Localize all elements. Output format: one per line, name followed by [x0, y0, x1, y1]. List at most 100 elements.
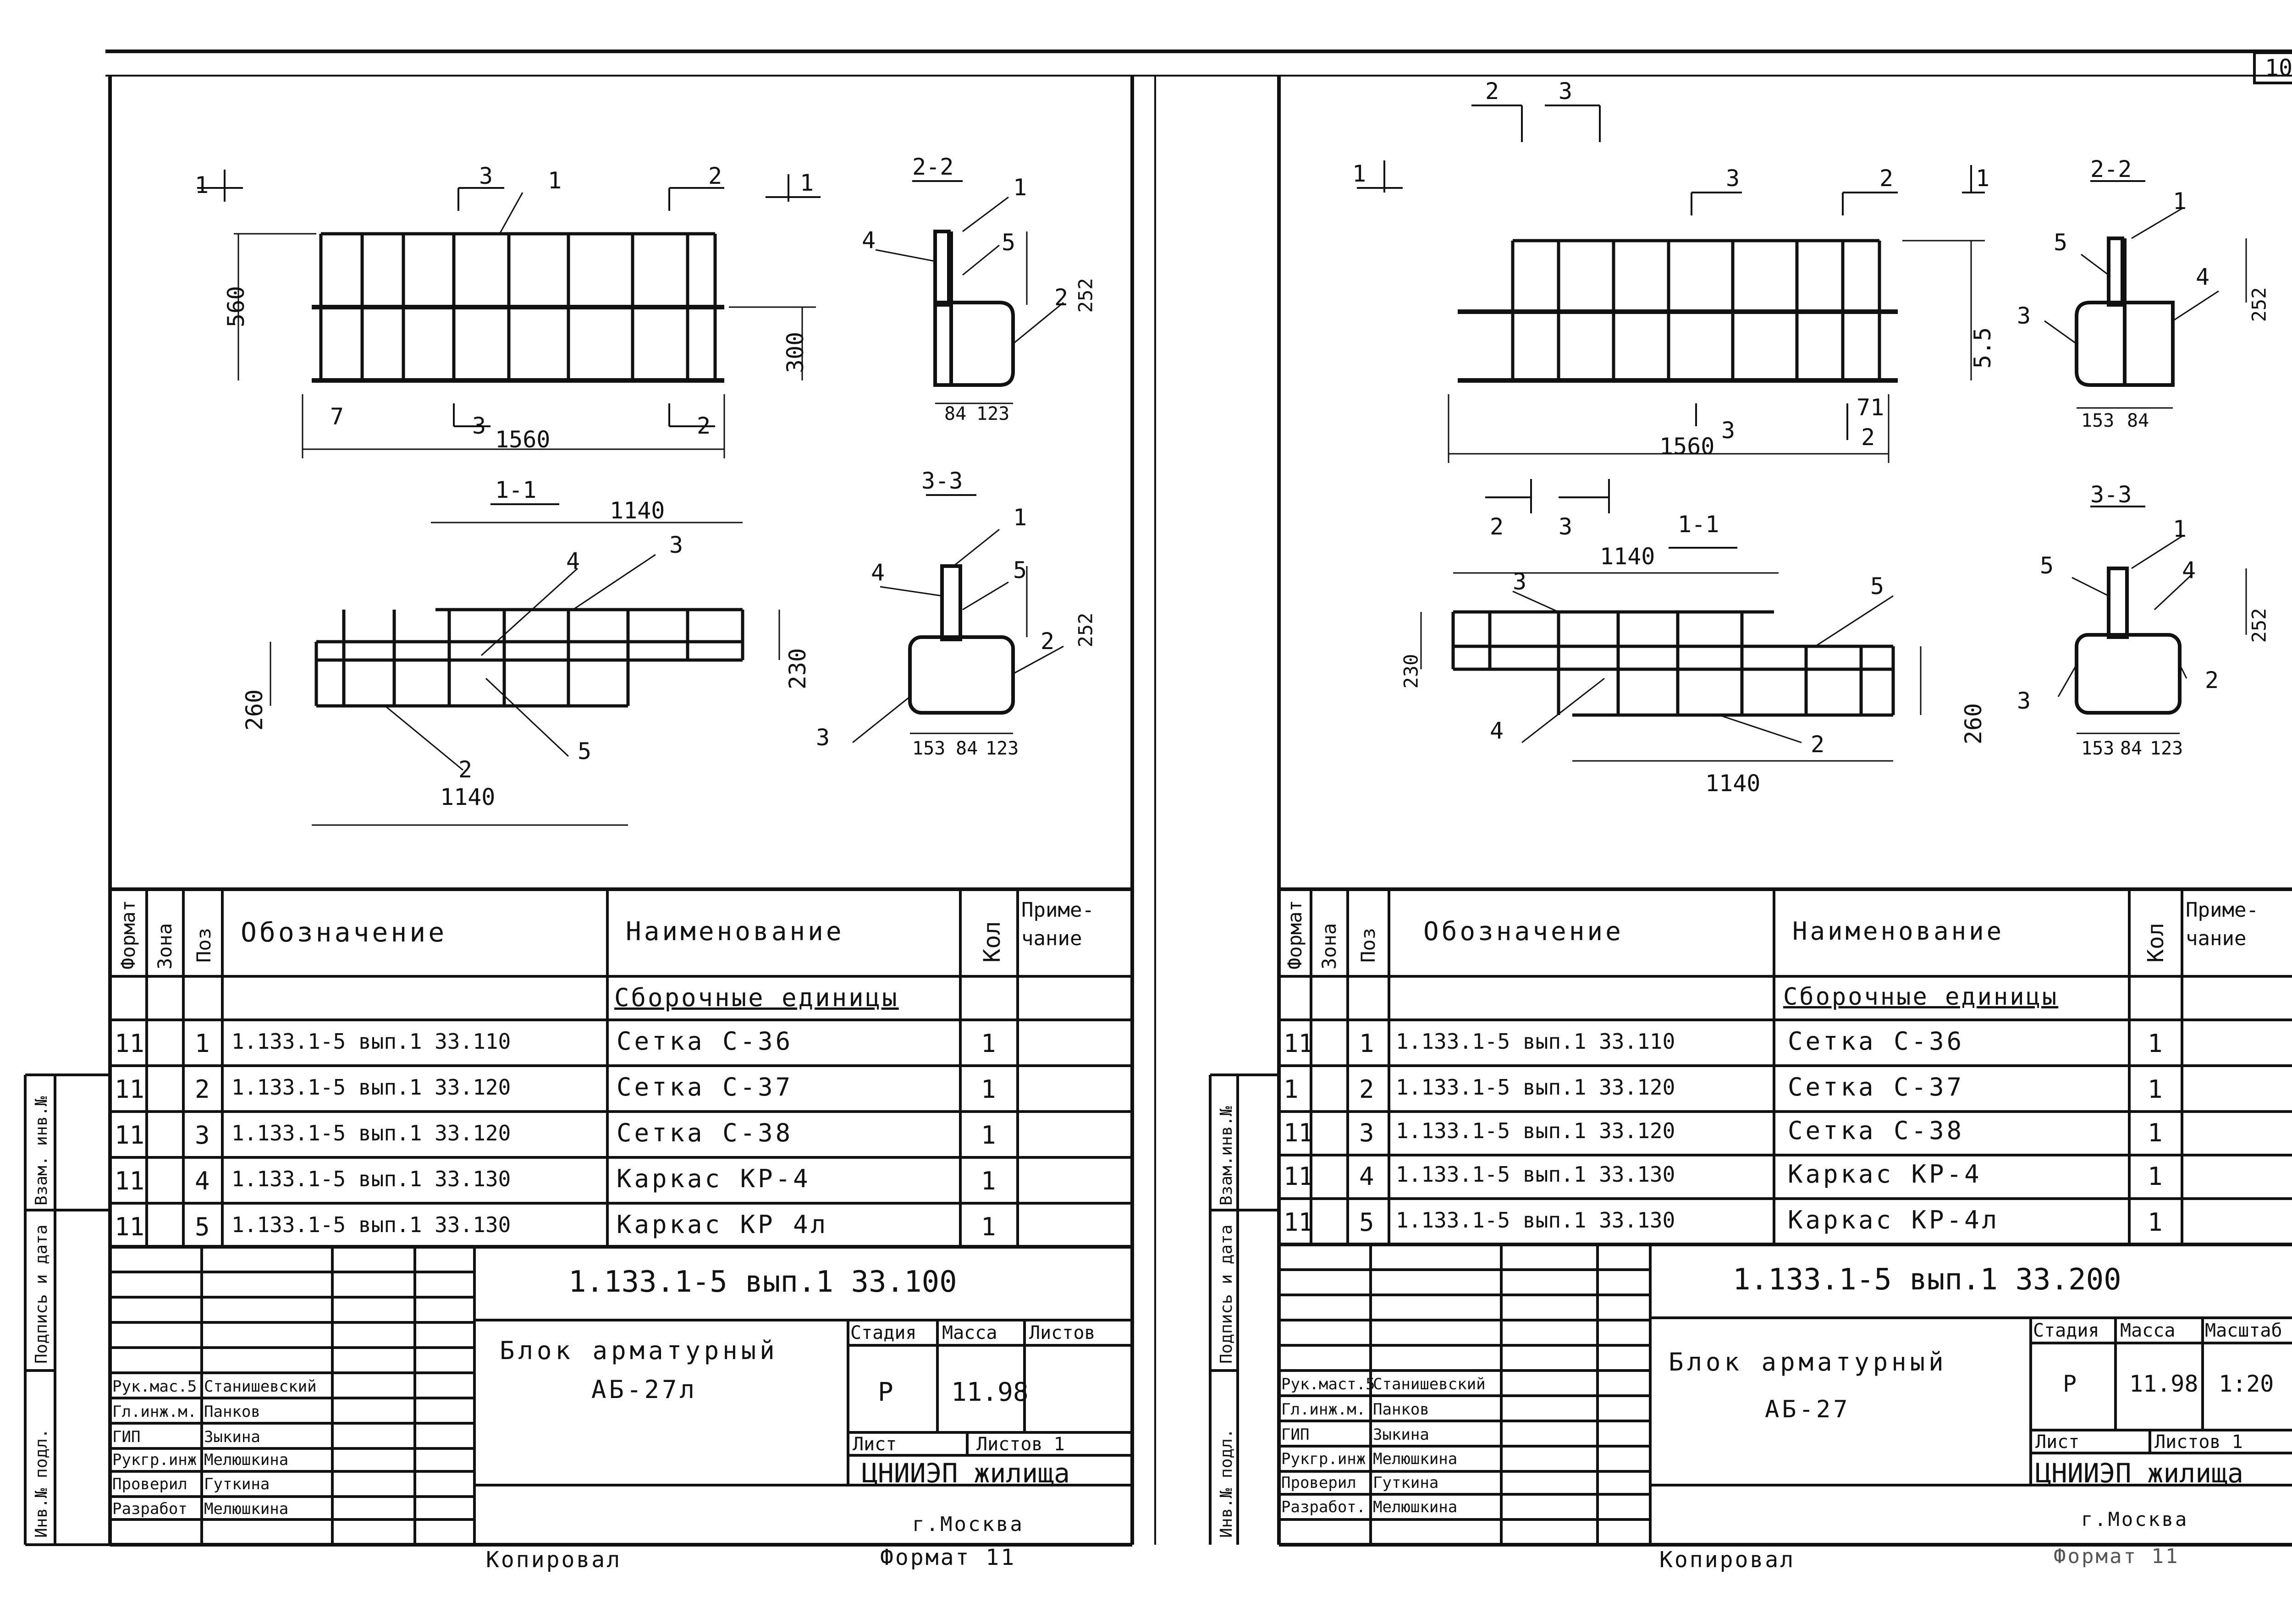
position-label: 2 — [458, 756, 473, 783]
dimension-252: 252 — [1074, 612, 1097, 648]
position-label: 4 — [2182, 557, 2196, 584]
role-label: Рук.мас.5 — [112, 1377, 197, 1396]
right-section-2-2 — [2075, 180, 2247, 409]
role-label: Гл.инж.м. — [1281, 1400, 1366, 1419]
dimension-7: 7 — [330, 403, 344, 430]
dimension-252: 252 — [2248, 608, 2270, 643]
person-name: Гуткина — [204, 1475, 270, 1493]
spec-designation: 1.133.1-5 вып.1 33.120 — [231, 1075, 511, 1100]
city: г.Москва — [2081, 1508, 2189, 1530]
spec-name: Каркас КР 4л — [617, 1210, 829, 1239]
position-label: 3 — [669, 532, 683, 558]
document-code: 1.133.1-5 вып.1 33.100 — [568, 1265, 957, 1299]
stage-value: Р — [2063, 1371, 2077, 1397]
dimension-1140: 1140 — [610, 497, 665, 524]
mass-value: 11.98 — [2129, 1371, 2198, 1397]
dimension-1140: 1140 — [440, 784, 496, 810]
section-title-3-3: 3-3 — [2090, 481, 2132, 508]
header-format: Формат — [117, 900, 139, 969]
header-note: Приме-чание — [2186, 898, 2259, 950]
spec-pos: 5 — [195, 1212, 210, 1241]
dimension-1560: 1560 — [1659, 433, 1715, 460]
dimension-560: 560 — [223, 286, 250, 328]
title-line-1: Блок арматурный — [500, 1336, 778, 1365]
role-label: Рукгр.инж. — [1281, 1450, 1375, 1468]
spec-designation: 1.133.1-5 вып.1 33.110 — [231, 1029, 511, 1054]
dimension-71: 71 — [1857, 394, 1884, 421]
spec-qty: 1 — [981, 1167, 996, 1195]
section-title-1-1: 1-1 — [1678, 511, 1719, 538]
spec-format: 11 — [115, 1075, 145, 1104]
position-label: 3 — [2017, 688, 2031, 714]
spec-format: 11 — [1284, 1208, 1314, 1237]
position-label: 5 — [2040, 552, 2054, 579]
dimension-5-5: 5.5 — [1969, 327, 1996, 369]
spec-designation: 1.133.1-5 вып.1 33.120 — [231, 1121, 511, 1145]
section-2-marker: 2 — [697, 413, 711, 439]
spec-name: Сетка С-36 — [1788, 1027, 1965, 1056]
person-name: Мелюшкина — [204, 1500, 289, 1518]
dimension-260: 260 — [1960, 703, 1987, 745]
spec-format: 1 — [1284, 1075, 1299, 1104]
position-label: 2 — [1054, 284, 1069, 311]
spec-qty: 1 — [981, 1029, 996, 1058]
dimension-1560: 1560 — [495, 426, 551, 453]
role-label: ГИП — [1281, 1426, 1310, 1444]
mass-value: 11.98 — [951, 1377, 1029, 1407]
spec-designation: 1.133.1-5 вып.1 33.130 — [1396, 1162, 1675, 1187]
section-title-3-3: 3-3 — [921, 468, 963, 494]
spec-name: Каркас КР-4л — [1788, 1206, 2000, 1234]
header-note: Приме-чание — [1021, 898, 1094, 950]
stamp-inv-podl: Инв.№ подл. — [32, 1428, 51, 1538]
spec-pos: 3 — [195, 1121, 210, 1150]
right-section-1-1 — [1420, 479, 1922, 762]
spec-designation: 1.133.1-5 вып.1 33.130 — [231, 1167, 511, 1191]
section-3-marker: 3 — [479, 163, 493, 189]
role-label: Проверил — [112, 1475, 187, 1493]
section-3-marker: 3 — [1721, 417, 1736, 444]
spec-name: Каркас КР-4 — [1788, 1160, 1982, 1189]
dimension-1140: 1140 — [1600, 543, 1655, 570]
left-section-1-1 — [270, 503, 780, 826]
spec-designation: 1.133.1-5 вып.1 33.120 — [1396, 1075, 1675, 1100]
dimension-230: 230 — [1399, 654, 1422, 689]
dimension-1140: 1140 — [1705, 770, 1761, 797]
spec-designation: 1.133.1-5 вып.1 33.130 — [231, 1212, 511, 1237]
section-title-1-1: 1-1 — [495, 477, 537, 503]
position-label: 4 — [871, 559, 885, 586]
spec-pos: 1 — [195, 1029, 210, 1058]
header-pos: Поз — [1357, 928, 1379, 963]
spec-name: Сетка С-37 — [1788, 1073, 1965, 1101]
position-label: 1 — [548, 167, 562, 194]
spec-pos: 3 — [1359, 1118, 1374, 1147]
stamp-vzam: Взам. инв.№ — [32, 1096, 51, 1206]
stamp-sign-date: Подпись и дата — [1217, 1224, 1236, 1364]
header-designation: Обозначение — [1423, 917, 1624, 947]
position-label: 4 — [566, 548, 580, 574]
section-2-marker: 2 — [1879, 165, 1894, 192]
spec-designation: 1.133.1-5 вып.1 33.110 — [1396, 1029, 1675, 1054]
position-label: 3 — [1513, 568, 1527, 595]
organization: ЦНИИЭП жилища — [2035, 1458, 2243, 1489]
spec-name: Сетка С-37 — [617, 1073, 793, 1101]
dimension-123: 123 — [986, 738, 1019, 759]
dimension-84: 84 — [2127, 410, 2149, 431]
header-designation: Обозначение — [241, 917, 447, 948]
position-label: 1 — [2173, 516, 2187, 542]
position-label: 3 — [816, 724, 830, 751]
dimension-153: 153 — [912, 738, 946, 759]
spec-format: 11 — [115, 1167, 145, 1195]
spec-format: 11 — [115, 1121, 145, 1150]
dimension-84: 84 — [2120, 738, 2143, 759]
group-title: Сборочные единицы — [614, 983, 899, 1012]
section-title-2-2: 2-2 — [2090, 156, 2132, 182]
title-line-1: Блок арматурный — [1669, 1348, 1947, 1376]
spec-name: Сетка С-36 — [617, 1027, 793, 1056]
header-qty: Кол — [2143, 923, 2169, 963]
left-plan-view — [197, 170, 821, 458]
dimension-153: 153 — [2081, 410, 2115, 431]
position-label: 5 — [1002, 229, 1016, 256]
spec-qty: 1 — [981, 1212, 996, 1241]
section-2-marker: 2 — [708, 163, 722, 189]
